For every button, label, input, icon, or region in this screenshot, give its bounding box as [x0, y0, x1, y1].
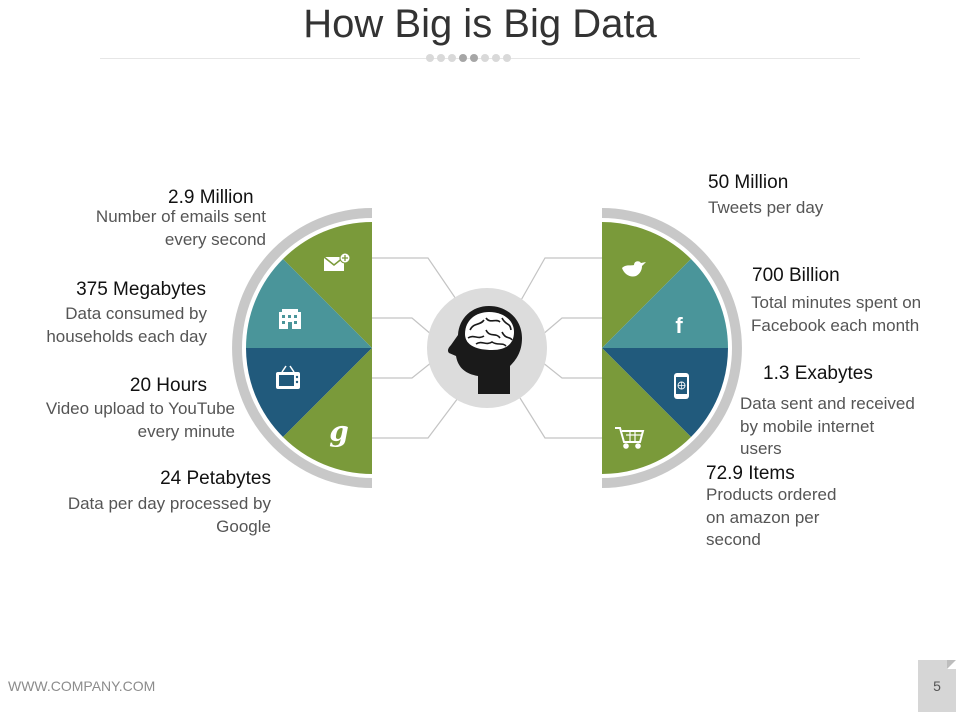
households-value: 375 Megabytes	[76, 279, 206, 300]
google-description: Data per day processed by Google	[67, 494, 271, 536]
mobile-description: Data sent and received by mobile interne…	[740, 394, 915, 458]
left-half-circle	[232, 208, 372, 488]
tweets-value: 50 Million	[708, 172, 789, 193]
emails-description: Number of emails sent every second	[95, 207, 266, 249]
google-value: 24 Petabytes	[160, 468, 271, 489]
brain-head-icon	[427, 288, 547, 408]
facebook-value: 700 Billion	[752, 265, 840, 286]
segment-tweets	[602, 222, 691, 348]
segment-google	[283, 348, 372, 474]
amazon-value: 72.9 Items	[706, 463, 795, 484]
page-number: 5	[933, 678, 941, 694]
mobile-phone-icon	[674, 373, 689, 399]
emails-value: 2.9 Million	[168, 187, 254, 208]
connector-lines	[372, 257, 602, 439]
email-add-icon	[323, 252, 351, 271]
google-g-icon: g	[329, 415, 349, 448]
page-title: How Big is Big Data	[303, 2, 657, 46]
tweets-description: Tweets per day	[708, 198, 824, 217]
facebook-description: Total minutes spent on Facebook each mon…	[751, 293, 922, 335]
segment-mobile	[602, 348, 728, 437]
households-description: Data consumed by households each day	[46, 304, 207, 346]
bird-icon	[622, 261, 646, 277]
segment-facebook	[602, 259, 728, 348]
segment-households	[246, 259, 372, 348]
page-number-box	[918, 660, 956, 712]
building-icon	[279, 309, 301, 329]
amazon-description: Products ordered on amazon per second	[706, 485, 837, 549]
title-divider	[100, 58, 860, 59]
shopping-cart-icon	[615, 427, 645, 449]
youtube-value: 20 Hours	[129, 375, 207, 396]
segment-emails	[283, 222, 372, 348]
right-half-circle	[602, 208, 742, 488]
segment-youtube	[246, 348, 372, 437]
facebook-icon: f	[675, 313, 683, 338]
company-url: WWW.COMPANY.COM	[8, 678, 156, 694]
title-dots	[426, 54, 536, 64]
youtube-description: Video upload to YouTube every minute	[45, 399, 235, 441]
svg-text:f: f	[675, 313, 683, 338]
mobile-value: 1.3 Exabytes	[763, 363, 873, 384]
tv-icon	[276, 365, 300, 389]
svg-text:g: g	[329, 415, 349, 448]
